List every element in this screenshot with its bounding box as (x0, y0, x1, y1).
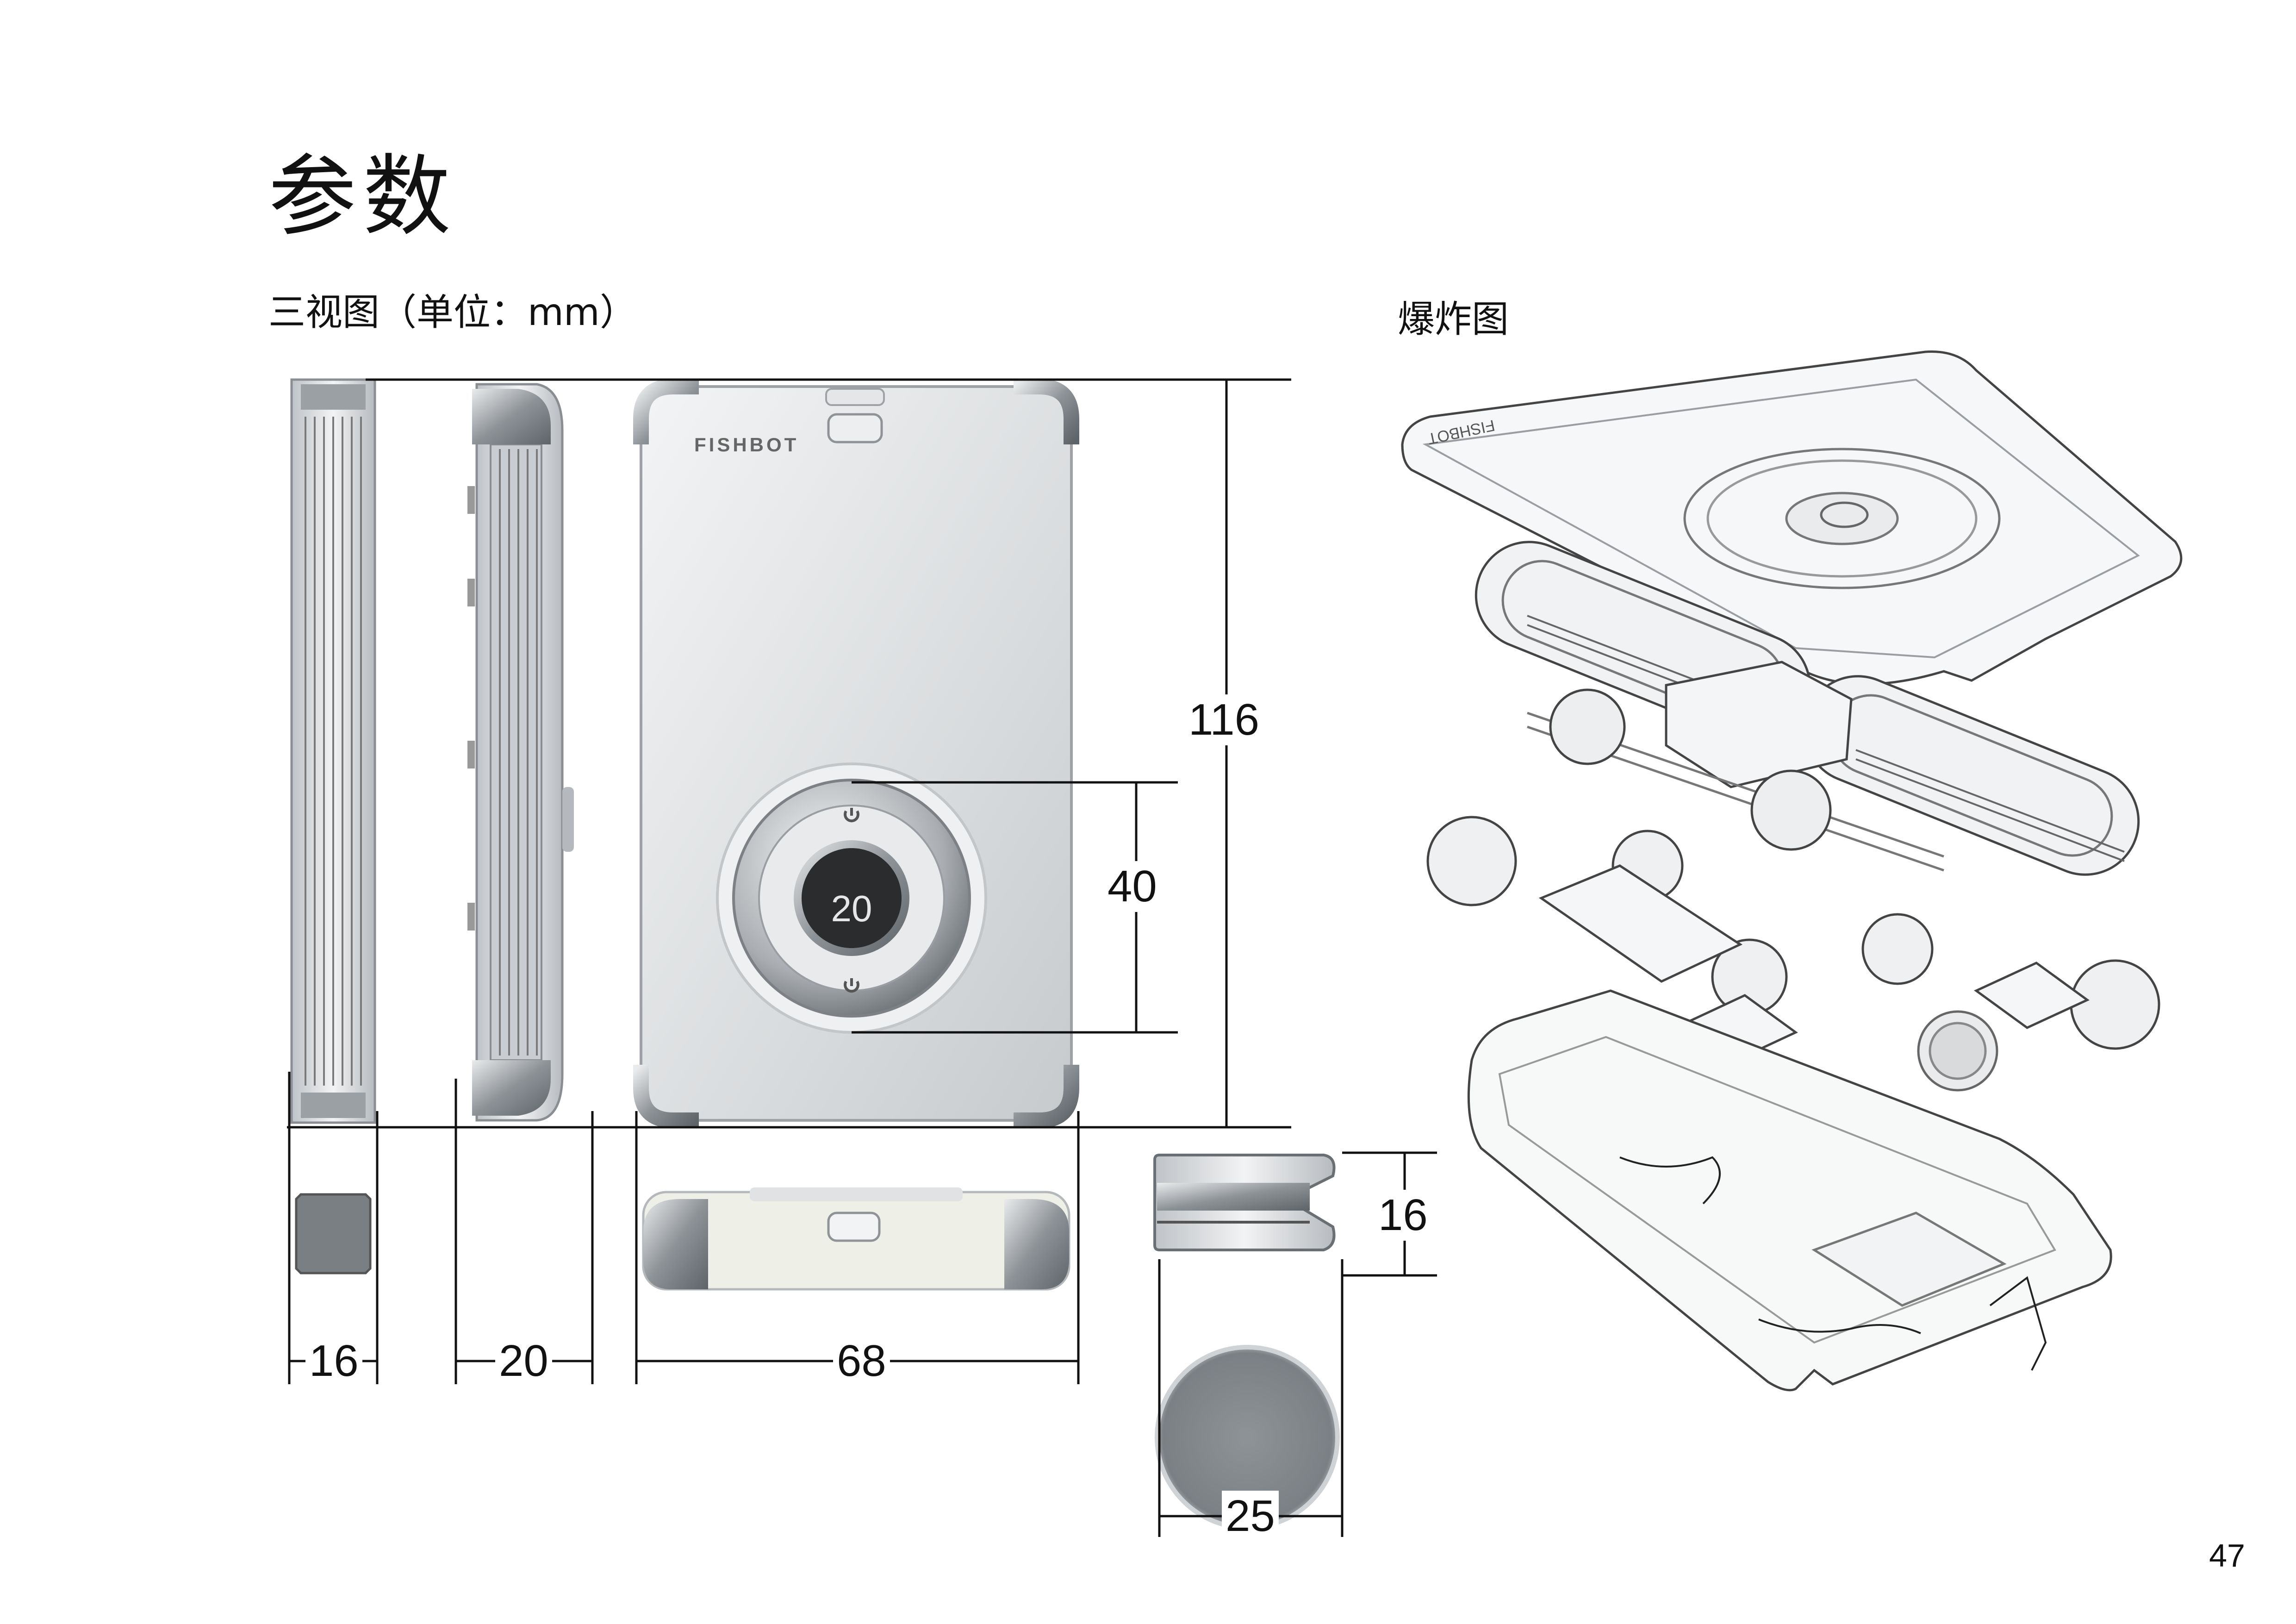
wheel-side-view (1153, 1154, 1336, 1251)
dimension-wheel-diameter: 25 (1222, 1491, 1279, 1542)
brand-logo: FISHBOT (694, 434, 799, 456)
side-view-narrow (290, 378, 376, 1274)
dimension-side-depth: 16 (305, 1336, 362, 1387)
dimension-side-width: 20 (495, 1336, 552, 1387)
exploded-view: FISHBOT (1401, 350, 2183, 1392)
page-title: 参数 (268, 145, 458, 248)
page-number: 47 (2209, 1537, 2245, 1574)
exploded-view-heading: 爆炸图 (1398, 298, 1509, 341)
dimension-knob-diameter: 40 (1104, 861, 1161, 912)
dimension-front-width: 68 (833, 1336, 890, 1387)
three-view-heading: 三视图（单位：mm） (268, 291, 637, 334)
display-value: 20 (831, 888, 872, 929)
front-view (633, 379, 1079, 1128)
side-view-wide (467, 383, 574, 1122)
dimension-height: 116 (1185, 694, 1263, 745)
bottom-view (642, 1187, 1070, 1291)
dimension-wheel-height: 16 (1375, 1190, 1431, 1241)
